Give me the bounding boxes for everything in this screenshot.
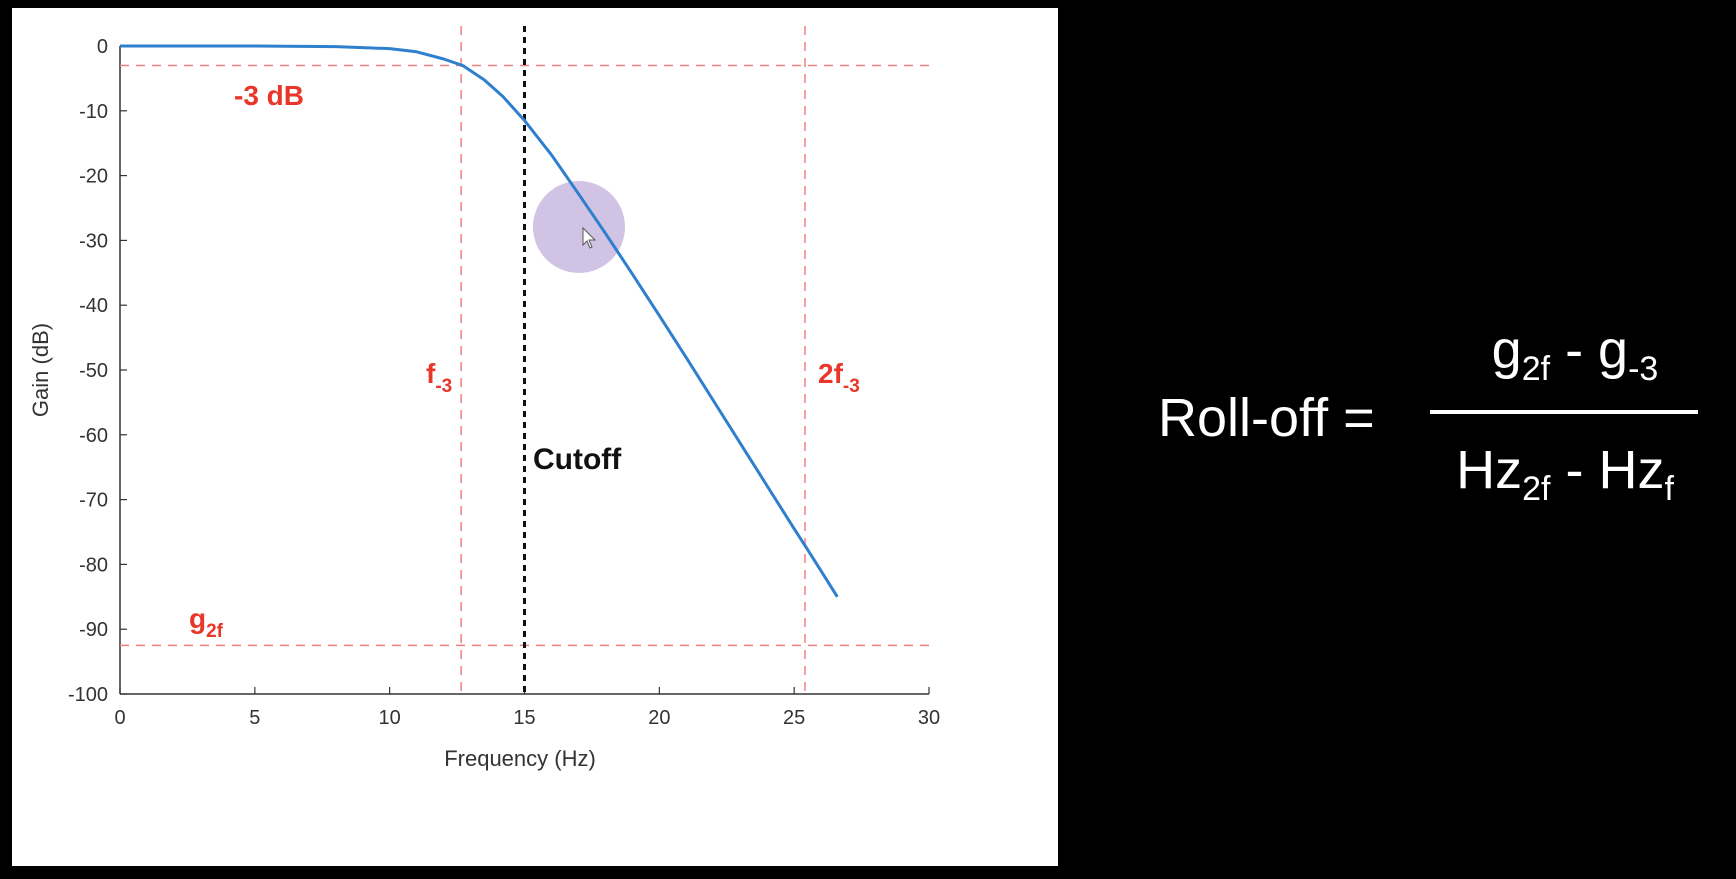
y-tick-label: -40	[79, 295, 108, 317]
rolloff-formula: Roll-off = g2f - g-3 Hz2f - Hzf	[1150, 300, 1710, 540]
cursor-highlight	[533, 181, 625, 273]
fraction-bar	[1430, 410, 1698, 414]
mouse-pointer-icon	[582, 226, 597, 249]
reference-lines-layer	[120, 26, 929, 694]
x-tick-label: 15	[513, 707, 535, 729]
y-tick-label: 0	[97, 36, 108, 58]
x-tick-label: 25	[783, 707, 805, 729]
minus-3db-label: -3 dB	[234, 80, 304, 111]
cutoff-label: Cutoff	[533, 443, 622, 476]
x-tick-label: 20	[648, 707, 670, 729]
den-sub1: 2f	[1522, 470, 1551, 508]
y-axis-title: Gain (dB)	[28, 323, 53, 417]
y-tick-label: -100	[68, 684, 108, 706]
two-f3-label: 2f-3	[818, 358, 860, 397]
formula-lhs: Roll-off =	[1158, 388, 1375, 448]
y-tick-label: -50	[79, 360, 108, 382]
g2f-label: g2f	[189, 603, 224, 642]
y-tick-label: -30	[79, 230, 108, 252]
den-hz1: Hz	[1456, 440, 1523, 500]
x-tick-label: 10	[379, 707, 401, 729]
x-tick-label: 0	[114, 707, 125, 729]
y-tick-label: -20	[79, 166, 108, 188]
den-sep: - Hz	[1550, 440, 1665, 500]
plot-panel: 0 5 10 15 20 25 30 0 -10 -20 -30 -40 -50 -60 -70 -80 -90…	[12, 8, 1058, 866]
y-tick-label: -80	[79, 554, 108, 576]
x-tick-label: 30	[918, 707, 940, 729]
series-layer	[120, 44, 839, 598]
num-sub2: -3	[1628, 350, 1659, 388]
x-tick-label: 5	[249, 707, 260, 729]
y-tick-label: -10	[79, 101, 108, 123]
y-tick-label: -60	[79, 425, 108, 447]
num-sep: - g	[1550, 320, 1629, 380]
gain-curve	[120, 44, 839, 598]
ticks-layer: 0 5 10 15 20 25 30 0 -10 -20 -30 -40 -50 -60 -70 -80 -90…	[68, 36, 940, 729]
formula-numerator: g2f - g-3	[1470, 320, 1680, 388]
num-sub1: 2f	[1521, 350, 1551, 388]
y-tick-label: -70	[79, 490, 108, 512]
y-tick-label: -90	[79, 619, 108, 641]
formula-denominator: Hz2f - Hzf	[1440, 440, 1690, 508]
x-axis-title: Frequency (Hz)	[444, 746, 596, 771]
gain-vs-frequency-chart: 0 5 10 15 20 25 30 0 -10 -20 -30 -40 -50 -60 -70 -80 -90…	[28, 26, 940, 771]
f3-label: f-3	[426, 358, 452, 397]
num-g1: g	[1491, 320, 1522, 380]
den-sub2: f	[1664, 470, 1674, 508]
